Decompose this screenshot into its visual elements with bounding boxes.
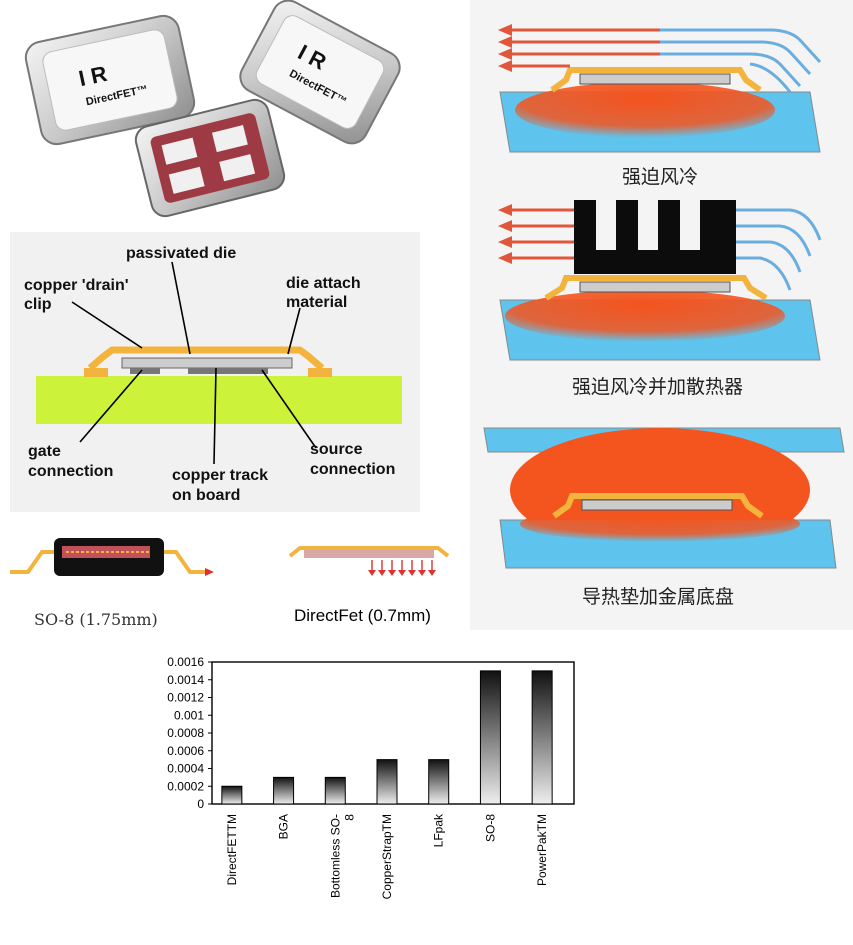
y-tick-label: 0.0008 xyxy=(167,726,204,740)
y-tick-label: 0.0012 xyxy=(167,691,204,705)
so8-caption: SO-8 (1.75mm) xyxy=(34,610,158,629)
pcb-board xyxy=(36,376,402,424)
label-gate-1: gate xyxy=(28,443,61,460)
caption-forced-air-heatsink: 强迫风冷并加散热器 xyxy=(572,376,744,398)
y-tick-label: 0.0014 xyxy=(167,673,204,687)
chart-layer: 0 0.0002 0.0004 0.0006 0.0008 0.001 0.0012 0.00… xyxy=(167,655,575,899)
x-tick-label: CopperStrapTM xyxy=(380,814,394,899)
cross-section-svg xyxy=(36,261,402,465)
forced-air-panel xyxy=(498,24,822,153)
airflow-lines-2 xyxy=(510,208,822,291)
bar xyxy=(273,776,295,805)
bar xyxy=(324,776,346,805)
pad-left xyxy=(84,368,108,377)
y-tick-label: 0.0016 xyxy=(167,655,204,669)
thermal-resistance-chart: 0 0.0002 0.0004 0.0006 0.0008 0.001 0.0012 0.00… xyxy=(150,648,590,930)
label-drain-clip-1: copper 'drain' xyxy=(24,277,129,294)
pad-right xyxy=(308,368,332,377)
x-tick-label: LFpak xyxy=(432,813,446,847)
bar xyxy=(376,759,398,805)
copper-drain-clip xyxy=(87,346,325,371)
passivated-die xyxy=(121,357,293,369)
y-tick-label: 0.0002 xyxy=(167,779,204,793)
package-compare-svg xyxy=(10,538,450,576)
label-source-1: source xyxy=(310,441,363,458)
y-tick-label: 0 xyxy=(197,797,204,811)
label-drain-clip-2: clip xyxy=(24,296,52,313)
y-tick-label: 0.0006 xyxy=(167,744,204,758)
chip-logo-brand: I R xyxy=(76,61,109,91)
label-track-2: on board xyxy=(172,487,241,504)
package-photo-svg: I R DirectFET™ I R DirectFET™ xyxy=(24,0,401,218)
airflow-lines xyxy=(510,28,822,93)
so8-package xyxy=(10,538,214,576)
thermal-pad-panel xyxy=(483,427,845,569)
x-tick-label: SO-8 xyxy=(483,814,497,842)
x-tick-label: DirectFETTM xyxy=(225,814,239,885)
caption-thermal-pad: 导热垫加金属底盘 xyxy=(582,586,735,608)
label-die-attach-1: die attach xyxy=(286,275,361,292)
gate-pad xyxy=(130,368,160,374)
cooling-methods: 强迫风冷 强迫风冷并加散热器 导热垫加金属底盘 xyxy=(470,0,853,630)
label-passivated-die: passivated die xyxy=(126,245,237,262)
label-track-1: copper track xyxy=(172,467,269,484)
y-tick-label: 0.001 xyxy=(174,708,204,722)
directfet-chip-right: I R DirectFET™ xyxy=(239,0,401,145)
bar xyxy=(479,670,501,805)
package-photo: I R DirectFET™ I R DirectFET™ xyxy=(0,0,420,230)
x-tick-label: 8 xyxy=(342,814,356,821)
forced-air-heatsink-panel xyxy=(498,200,822,361)
directfet-caption: DirectFet (0.7mm) xyxy=(294,606,431,625)
caption-forced-air: 强迫风冷 xyxy=(622,166,699,188)
leader-lines xyxy=(71,261,317,465)
directfet-package xyxy=(288,546,450,576)
chart-svg: 0 0.0002 0.0004 0.0006 0.0008 0.001 0.0012 0.00… xyxy=(167,655,575,899)
directfet-cross-section: passivated die copper 'drain' clip die a… xyxy=(10,232,420,512)
x-tick-label: PowerPakTM xyxy=(535,814,549,886)
cooling-svg xyxy=(483,24,845,569)
heat-sink xyxy=(574,200,736,274)
label-gate-2: connection xyxy=(28,463,114,480)
directfet-chip-underside xyxy=(134,98,286,218)
bar xyxy=(221,785,243,805)
directfet-chip-left: I R DirectFET™ xyxy=(24,14,196,146)
package-compare: SO-8 (1.75mm) DirectFet (0.7mm) xyxy=(0,516,460,636)
x-tick-label: BGA xyxy=(277,814,291,839)
source-pad xyxy=(188,368,268,374)
bar xyxy=(531,670,553,805)
label-die-attach-2: material xyxy=(286,294,348,311)
bar xyxy=(428,759,450,805)
label-source-2: connection xyxy=(310,461,396,478)
x-tick-label: Bottomless SO- xyxy=(328,814,342,898)
y-tick-label: 0.0004 xyxy=(167,762,204,776)
